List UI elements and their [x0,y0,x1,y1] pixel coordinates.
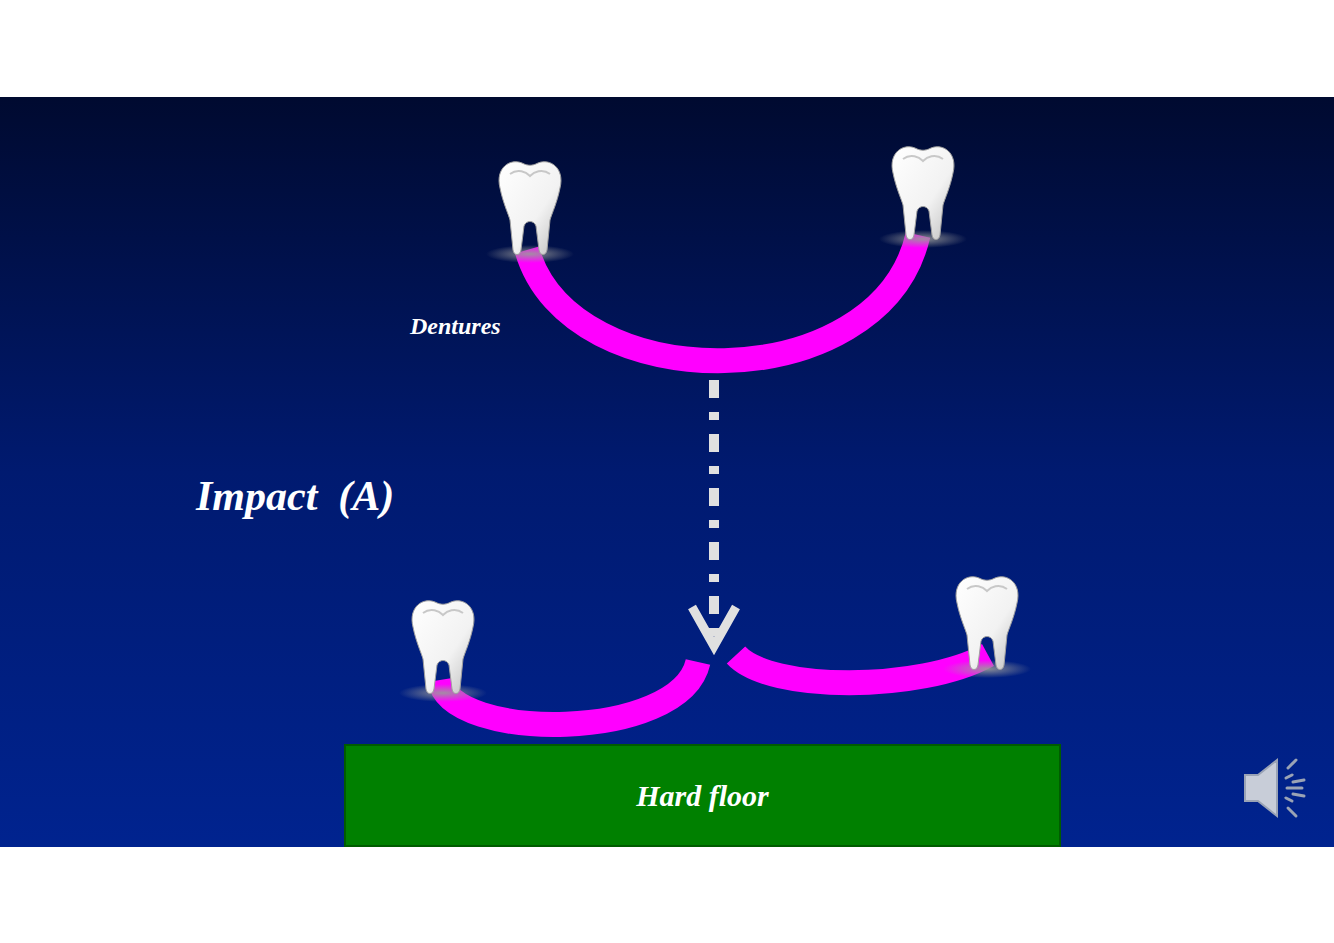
denture-base [527,235,918,361]
tooth [399,601,487,702]
caption-label: Impact (A) [196,472,394,520]
tooth [879,147,967,248]
arrow-head [692,607,736,646]
fall-arrow [709,380,719,640]
speaker-icon [1245,760,1304,816]
floor-block: Hard floor [344,744,1061,847]
tooth [486,162,574,263]
part-label: Dentures [410,313,501,340]
node-label: Hard floor [636,779,769,813]
background-band [0,97,1334,847]
tooth [943,577,1031,678]
